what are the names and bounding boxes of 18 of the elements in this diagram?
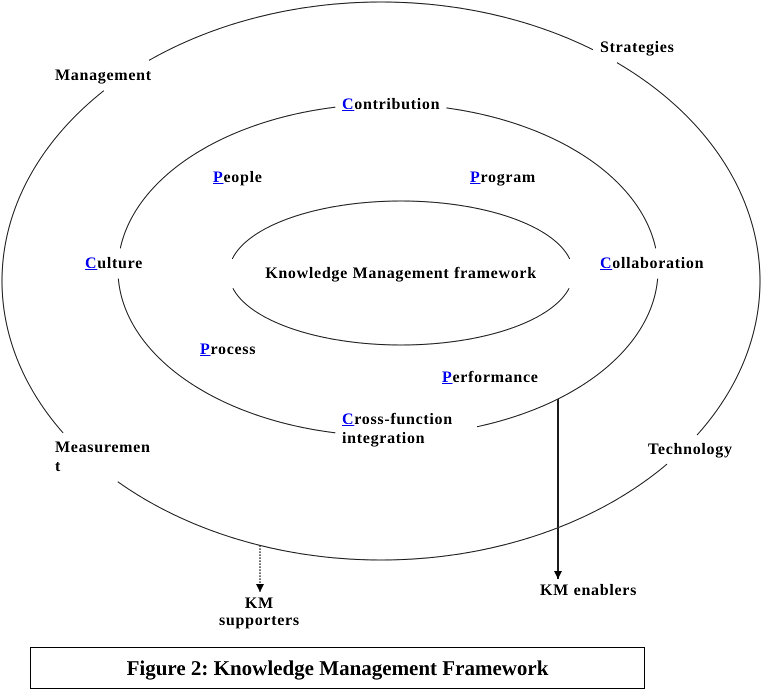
ring-label: Technology [648,440,733,459]
ring-label: Cross-function integration [342,410,454,448]
ring-label: Program [470,168,536,187]
ring-label: Measuremen t [55,438,151,476]
figure-caption: Figure 2: Knowledge Management Framework [30,647,645,689]
ring-label: Performance [442,368,539,387]
ring-label: Process [200,340,256,359]
ring-label: Culture [85,254,143,273]
ring-label: People [213,168,263,187]
arrow [554,398,562,579]
center-label: Knowledge Management framework [264,264,538,283]
ring-label: Contribution [342,95,440,114]
outcome-label: KM supporters [219,595,300,629]
ring-label: Collaboration [600,254,704,273]
ring-label: Strategies [600,38,675,57]
outcome-label: KM enablers [540,582,638,599]
arrow [256,545,264,592]
ring-label: Management [55,66,152,85]
